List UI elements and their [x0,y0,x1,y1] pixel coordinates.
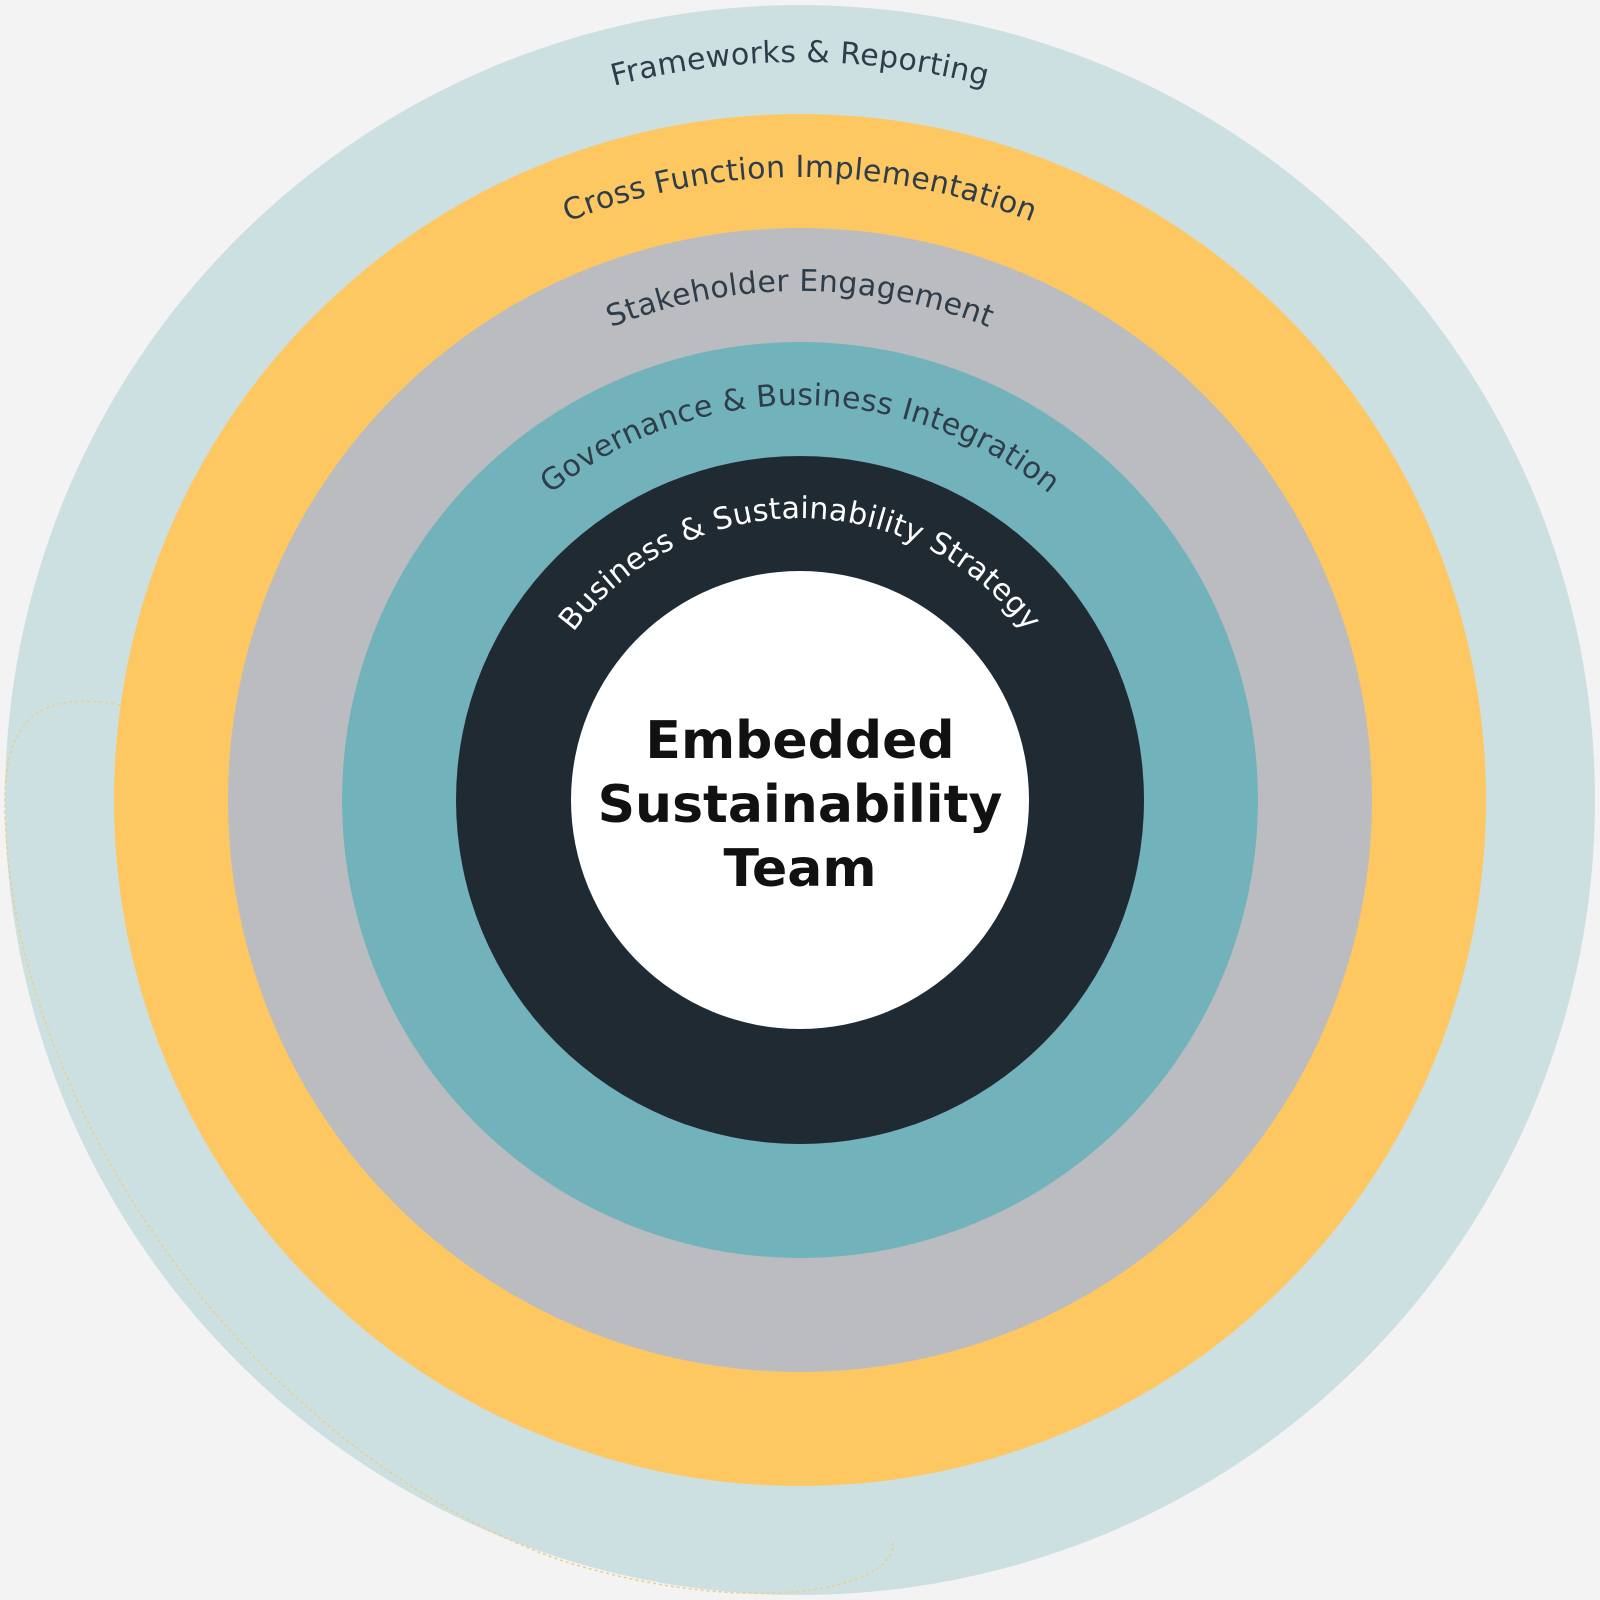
center-title-line-1: Embedded [645,711,954,771]
center-circle [571,571,1029,1029]
accent-outline [4,700,894,1595]
center-title-line-3: Team [723,839,876,899]
center-title-line-2: Sustainability [598,775,1003,835]
